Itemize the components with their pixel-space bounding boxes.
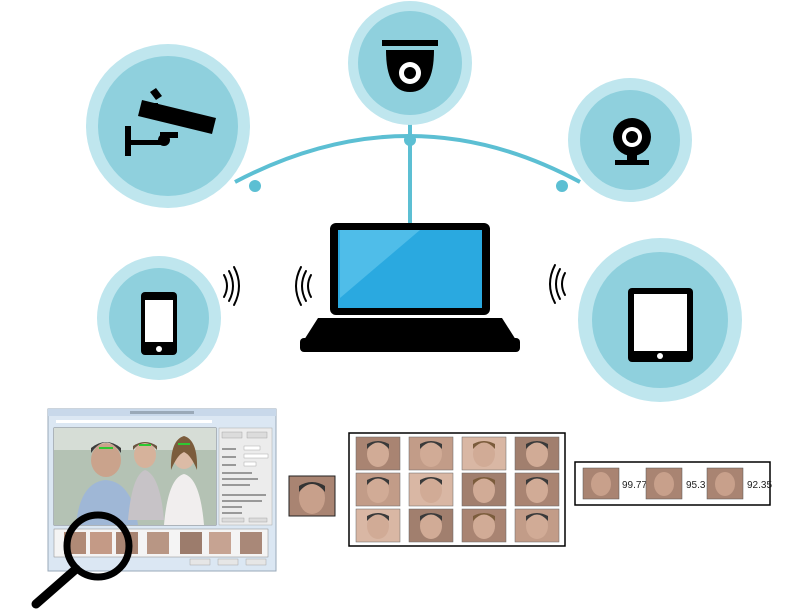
- match-score-1: 99.77: [622, 480, 647, 491]
- wifi-signal-icon: [295, 266, 312, 306]
- detected-face-crop: [288, 475, 336, 517]
- gallery-face-thumbnail: [355, 508, 401, 543]
- webcam-icon: [613, 118, 651, 165]
- smartphone-node: [97, 256, 221, 380]
- gallery-face-thumbnail: [514, 508, 560, 543]
- gallery-face-thumbnail: [514, 472, 560, 507]
- wifi-signal-icon: [223, 266, 240, 306]
- smartphone-icon: [141, 292, 177, 355]
- laptop-icon: [300, 223, 520, 352]
- magnifying-glass-icon: [31, 511, 133, 609]
- dome-camera-icon: [382, 40, 438, 92]
- match-scores-panel: 99.77 95.3 92.35: [574, 461, 772, 506]
- wifi-signal-icon: [549, 264, 566, 304]
- connector-node-center: [404, 134, 416, 146]
- tablet-node: [578, 238, 742, 402]
- webcam-node: [568, 78, 692, 202]
- connector-node-left: [249, 180, 261, 192]
- tablet-icon: [628, 288, 693, 362]
- gallery-face-thumbnail: [355, 472, 401, 507]
- dome-camera-node: [348, 1, 472, 125]
- window-buttons: [189, 558, 267, 566]
- control-panel: [218, 427, 273, 526]
- match-score-3: 92.35: [747, 480, 772, 491]
- thumbnail-strip: [53, 528, 269, 558]
- gallery-face-thumbnail: [408, 436, 454, 471]
- connector-node-right: [556, 180, 568, 192]
- gallery-face-thumbnail: [514, 436, 560, 471]
- gallery-face-thumbnail: [461, 508, 507, 543]
- gallery-face-thumbnail: [408, 472, 454, 507]
- face-recognition-app-window: [47, 408, 277, 572]
- cctv-camera-icon: [125, 88, 216, 156]
- match-score-2: 95.3: [686, 480, 706, 491]
- cctv-camera-node: [86, 44, 250, 208]
- face-gallery-grid: [348, 432, 566, 547]
- gallery-face-thumbnail: [461, 436, 507, 471]
- gallery-face-thumbnail: [355, 436, 401, 471]
- video-frame-people: [54, 428, 216, 525]
- gallery-face-thumbnail: [408, 508, 454, 543]
- gallery-face-thumbnail: [461, 472, 507, 507]
